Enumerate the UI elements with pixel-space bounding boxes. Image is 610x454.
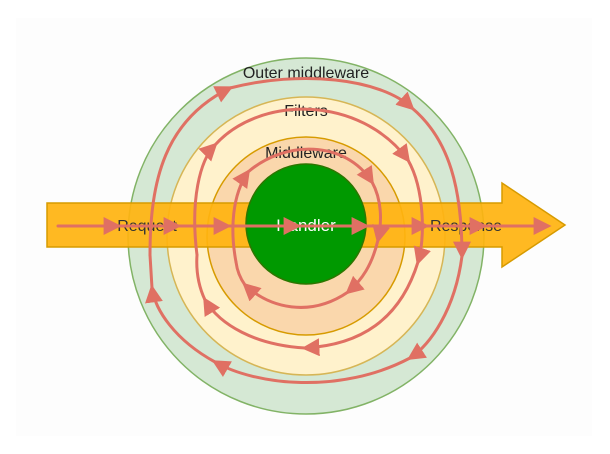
filters-loop-arrow-2 (213, 107, 411, 163)
filters-loop-arrow-3 (406, 158, 431, 266)
middleware-loop-arrow-3 (370, 180, 390, 244)
filters-label: Filters (284, 103, 328, 120)
outer-loop-arrow-4 (406, 254, 464, 360)
middleware-loop-arrow-2 (246, 147, 374, 186)
middleware-loop-arrow-1 (231, 169, 251, 264)
outer-loop-arrow-6 (145, 284, 217, 364)
middleware-loop-arrow-6 (234, 260, 247, 287)
outer-loop-arrow-2 (228, 77, 415, 111)
outer-loop-arrow-5 (211, 356, 412, 385)
middleware-loop-arrow-4 (345, 238, 380, 295)
outer-loop-arrow-7 (148, 253, 154, 290)
filters-loop-arrow-1 (193, 142, 218, 257)
middleware-label: Middleware (265, 145, 347, 162)
outer-loop-arrow-3 (410, 106, 471, 260)
outer-middleware-label: Outer middleware (243, 65, 369, 82)
filters-loop-arrow-6 (195, 253, 207, 302)
filters-loop-arrow-4 (301, 260, 420, 357)
middleware-loop-arrow-5 (242, 282, 350, 309)
outer-loop-arrow-1 (148, 86, 234, 257)
filters-loop-arrow-5 (203, 296, 307, 350)
